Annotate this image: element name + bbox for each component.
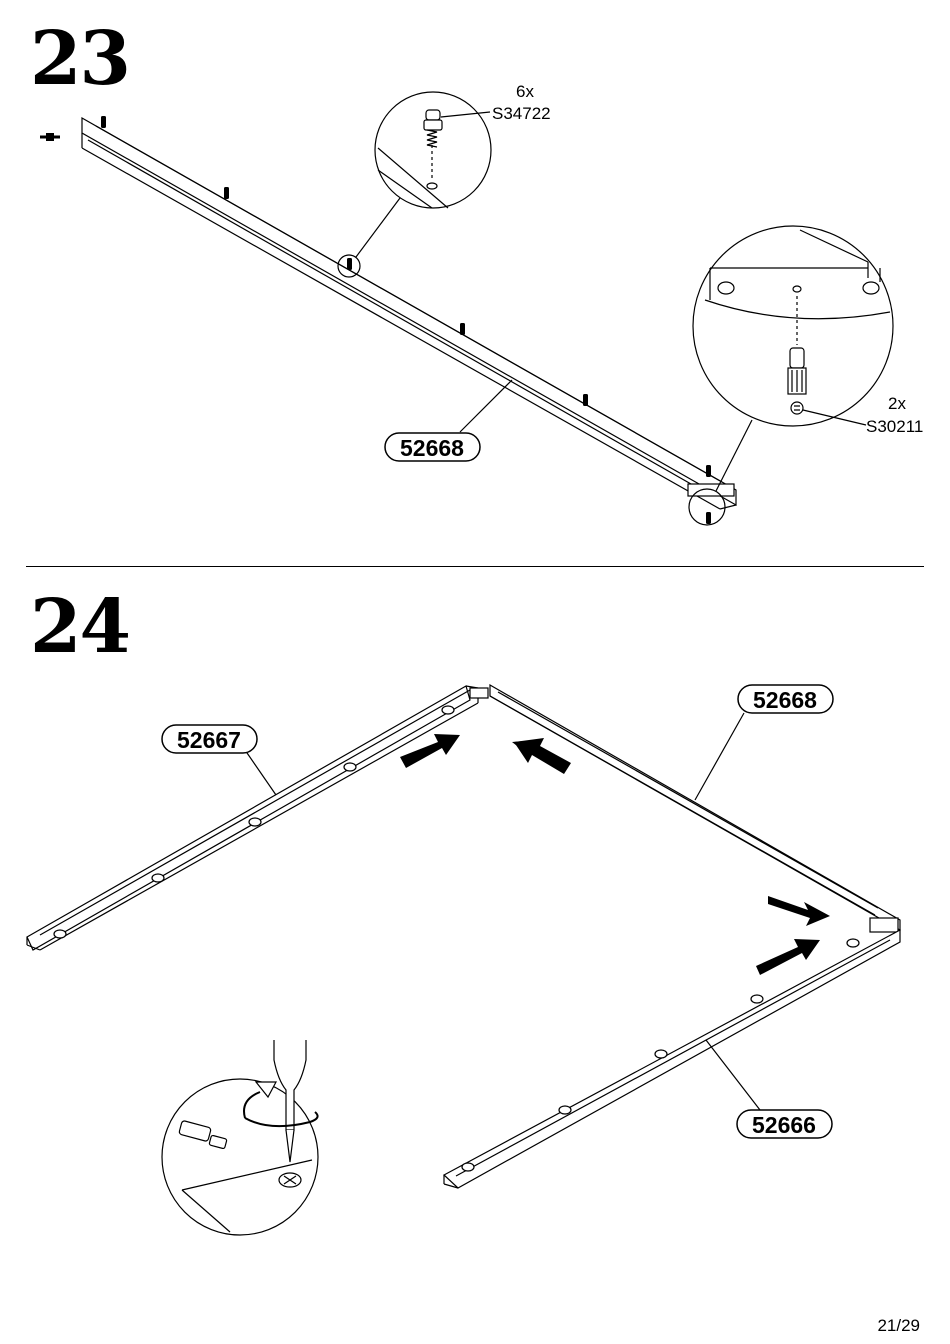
hardware-qty-s34722: 6x	[516, 82, 534, 101]
arrow-icon	[400, 734, 460, 768]
part-label-52667: 52667	[177, 727, 241, 753]
bolt-icon	[40, 133, 60, 141]
hardware-code-s34722: S34722	[492, 104, 551, 123]
rail-52668-step24	[470, 685, 900, 932]
dowel-detail	[693, 226, 893, 426]
arrow-icon	[756, 939, 820, 975]
cam-bolt-detail	[375, 92, 491, 208]
rail-52666	[444, 930, 900, 1188]
cam-lock-icons	[54, 706, 859, 1171]
push-arrows	[400, 734, 830, 975]
arrow-icon	[514, 738, 571, 774]
step-24-diagram: 52667 52668 52666	[27, 685, 900, 1235]
part-label-52668-step23: 52668	[400, 435, 464, 461]
part-label-52668-step24: 52668	[753, 687, 817, 713]
step-23-diagram: 6x S34722	[40, 82, 923, 525]
page-number: 21/29	[877, 1316, 920, 1336]
arrow-icon	[768, 896, 830, 926]
part-label-52666: 52666	[752, 1112, 816, 1138]
screwdriver-detail	[162, 1040, 318, 1235]
hardware-code-s30211: S30211	[866, 417, 923, 436]
hardware-qty-s30211: 2x	[888, 394, 906, 413]
